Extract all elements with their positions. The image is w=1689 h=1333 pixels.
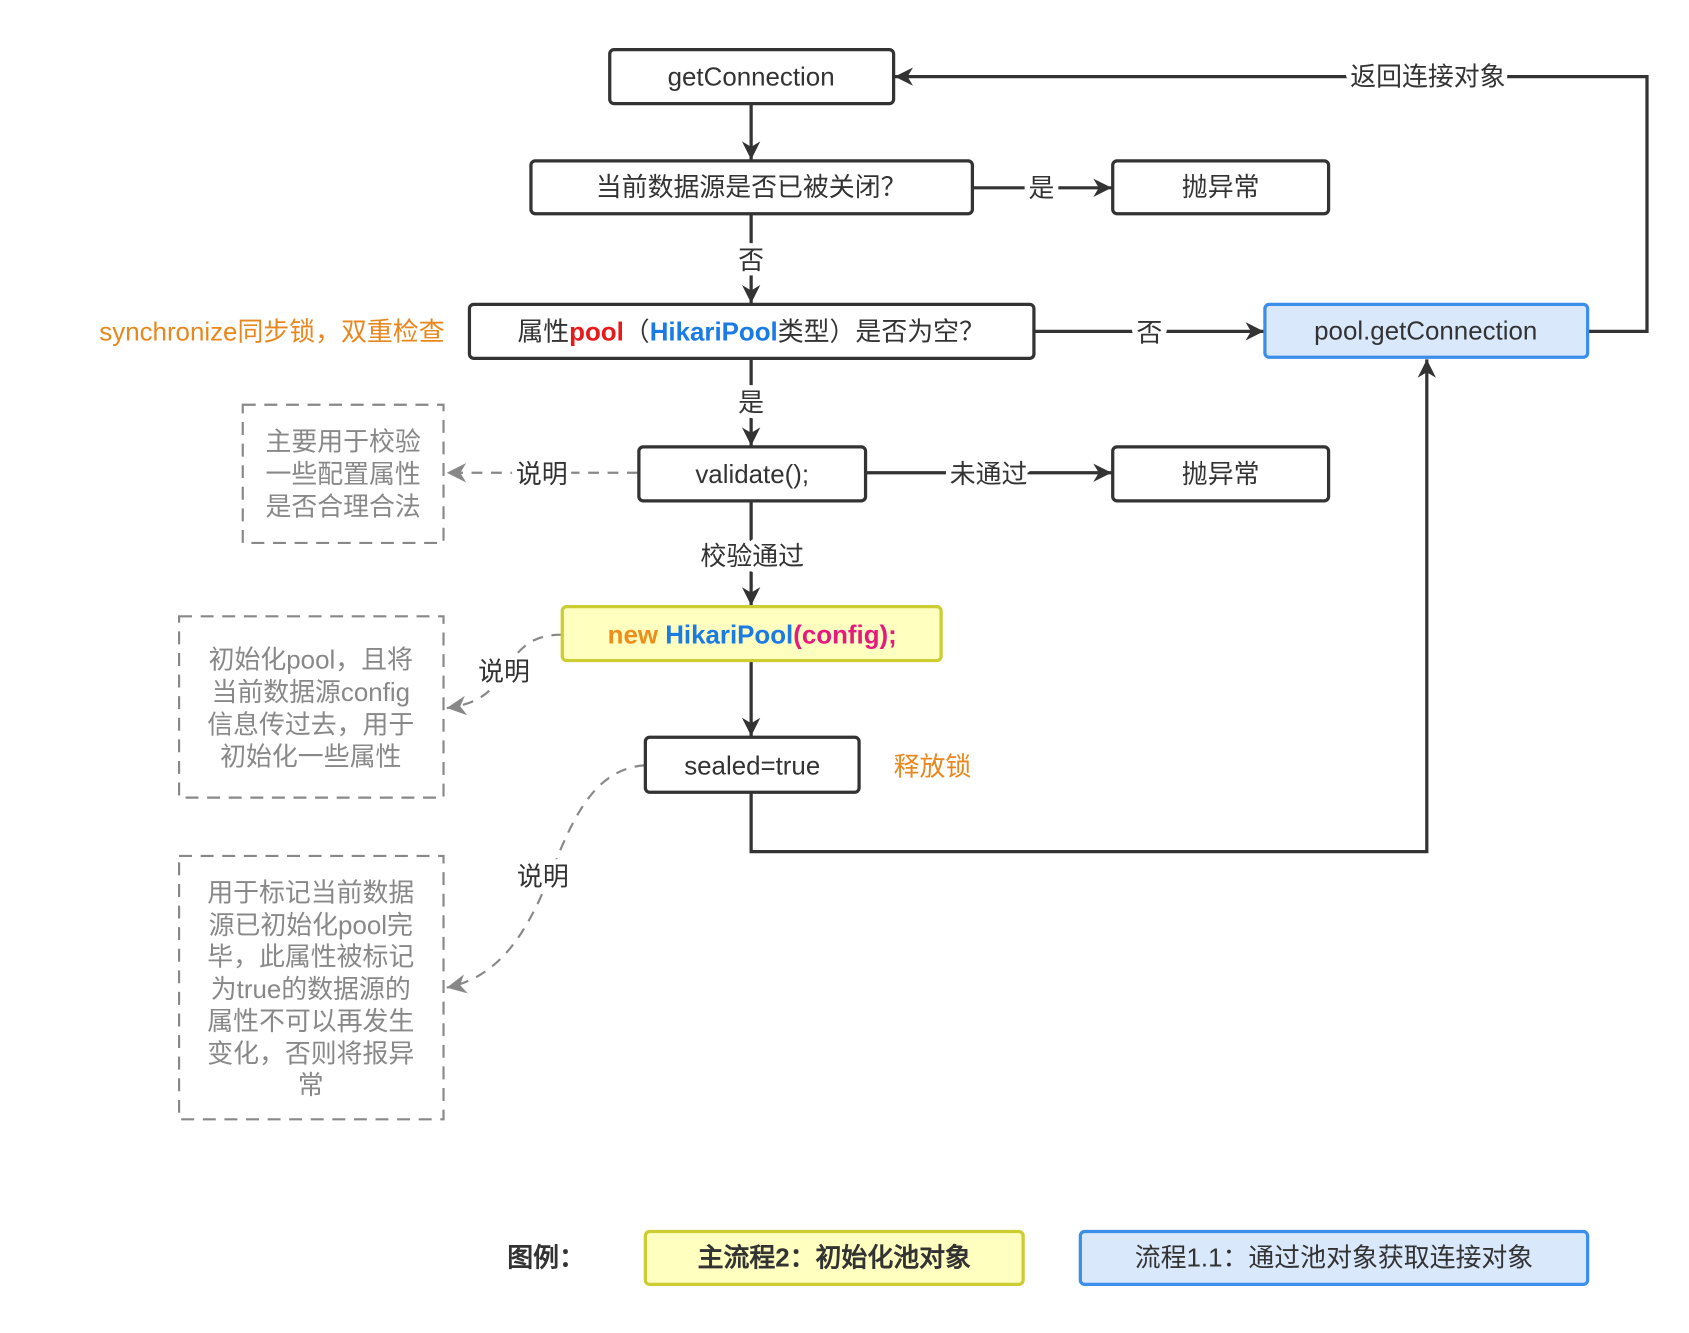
new-pool-args: (config); <box>793 622 897 650</box>
note-box <box>241 403 445 544</box>
validate-label: validate(); <box>695 461 809 489</box>
label-closed-no: 否 <box>738 247 764 275</box>
note-box <box>177 615 445 799</box>
note-box <box>177 854 445 1121</box>
new-keyword: new <box>608 622 659 650</box>
node-sealed: sealed=true <box>643 735 861 794</box>
node-get-connection: getConnection <box>608 48 896 106</box>
note-new-pool: 初始化pool，且将 当前数据源config 信息传过去，用于 初始化一些属性 <box>177 615 445 799</box>
label-pool-empty-yes: 是 <box>738 390 764 418</box>
annotation-sync-lock: synchronize同步锁，双重检查 <box>99 317 444 346</box>
new-pool-class: HikariPool <box>665 622 793 650</box>
node-box <box>560 604 943 663</box>
note-line: 初始化一些属性 <box>220 743 401 772</box>
sealed-label: sealed=true <box>684 752 820 780</box>
note-line: 主要用于校验 <box>265 428 420 457</box>
node-box <box>608 48 896 106</box>
node-throw-validate: 抛异常 <box>1111 445 1331 503</box>
check-pool-open-paren: （ <box>624 318 650 346</box>
note-line: 属性不可以再发生 <box>207 1007 414 1036</box>
note-line: 为true的数据源的 <box>211 975 411 1004</box>
label-note-validate: 说明 <box>516 460 568 489</box>
node-box <box>637 445 868 503</box>
legend-title: 图例： <box>507 1244 585 1273</box>
check-pool-empty-label: 属性pool（HikariPool类型）是否为空？ <box>517 317 984 346</box>
pool-get-connection-label: pool.getConnection <box>1314 317 1537 345</box>
node-box <box>1111 159 1331 216</box>
node-check-pool-empty: 属性pool（HikariPool类型）是否为空？ <box>467 302 1036 360</box>
node-pool-get-connection: pool.getConnection <box>1263 302 1590 359</box>
note-line: 用于标记当前数据 <box>207 879 414 908</box>
edge-note-sealed <box>446 764 646 994</box>
node-box <box>467 302 1036 360</box>
legend-sub-flow-label: 流程1.1：通过池对象获取连接对象 <box>1135 1244 1533 1273</box>
label-note-new-pool: 说明 <box>478 657 530 686</box>
legend-main-flow-box <box>643 1229 1025 1287</box>
note-line: 一些配置属性 <box>265 460 420 489</box>
pool-field-name: pool <box>569 318 624 346</box>
check-closed-label: 当前数据源是否已被关闭？ <box>596 173 907 202</box>
legend-main-flow-label: 主流程2：初始化池对象 <box>698 1243 971 1273</box>
node-check-closed: 当前数据源是否已被关闭？ <box>529 159 975 216</box>
new-pool-label: new HikariPool(config); <box>608 622 897 650</box>
node-throw-closed: 抛异常 <box>1111 159 1331 216</box>
label-pool-empty-no: 否 <box>1136 320 1162 348</box>
note-line: 当前数据源config <box>211 678 410 707</box>
edges <box>446 67 1649 994</box>
node-box <box>1111 445 1331 503</box>
throw-validate-label: 抛异常 <box>1182 460 1260 489</box>
throw-closed-label: 抛异常 <box>1182 173 1260 202</box>
pool-type-name: HikariPool <box>650 318 778 346</box>
edge-return-connection <box>894 67 1649 333</box>
note-sealed: 用于标记当前数据 源已初始化pool完 毕，此属性被标记 为true的数据源的 … <box>177 854 445 1121</box>
node-box <box>643 735 861 794</box>
note-line: 毕，此属性被标记 <box>207 942 414 971</box>
annotation-release-lock: 释放锁 <box>894 752 972 781</box>
edge-note-new-pool <box>446 633 563 716</box>
edge-labels: 是 否 否 返回连接对象 是 未通过 校验通过 说明 说明 说明 <box>473 57 1511 897</box>
legend-sub-flow-box <box>1078 1229 1590 1287</box>
check-pool-prefix: 属性 <box>517 317 569 346</box>
note-line: 是否合理合法 <box>265 492 420 521</box>
legend: 图例： 主流程2：初始化池对象 流程1.1：通过池对象获取连接对象 <box>507 1229 1590 1287</box>
get-connection-label: getConnection <box>668 64 835 92</box>
node-box <box>1263 302 1590 359</box>
note-line: 信息传过去，用于 <box>207 710 414 739</box>
note-validate: 主要用于校验 一些配置属性 是否合理合法 <box>241 403 445 544</box>
label-validate-fail: 未通过 <box>950 460 1028 489</box>
label-validate-pass: 校验通过 <box>700 542 804 571</box>
note-line: 初始化pool，且将 <box>209 646 413 675</box>
note-line: 源已初始化pool完 <box>209 911 413 940</box>
node-box <box>529 159 975 216</box>
label-closed-yes: 是 <box>1029 175 1055 203</box>
node-validate: validate(); <box>637 445 868 503</box>
node-new-pool: new HikariPool(config); <box>560 604 943 663</box>
label-note-sealed: 说明 <box>517 863 569 892</box>
check-pool-suffix: 类型）是否为空？ <box>778 317 985 346</box>
label-return-connection: 返回连接对象 <box>1350 63 1505 92</box>
note-line: 常 <box>298 1071 324 1100</box>
edge-sealed-to-pool-get-connection <box>749 359 1436 854</box>
note-line: 变化，否则将报异 <box>207 1040 414 1069</box>
